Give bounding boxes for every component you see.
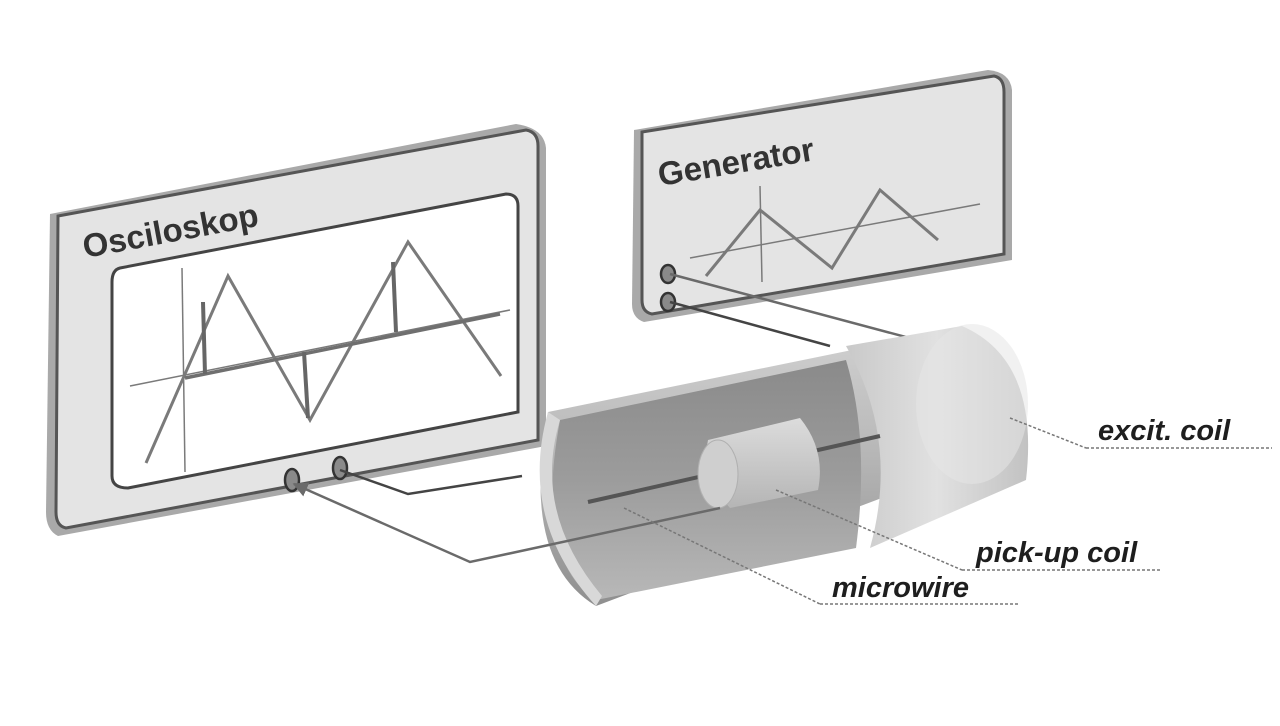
pickup-coil-leader [775,489,963,571]
oscilloscope-baseline-signal [184,312,501,380]
outer-cylinder-front-rim [539,412,602,606]
generator-excitation-cable [669,272,934,348]
pickup-coil-label: pick-up coil [975,537,1138,569]
oscilloscope-input-connector-1[interactable] [283,467,301,493]
oscilloscope-vertical-axis [181,267,186,473]
oscilloscope-pulse-2 [302,351,310,419]
generator-horizontal-axis [689,203,981,259]
oscilloscope-traces [129,239,511,473]
microwire-label: microwire [832,572,969,604]
oscilloscope-triangle-wave [144,239,503,464]
generator-output-connector-2[interactable] [659,291,677,313]
pickup-signal-cable [292,482,721,564]
oscilloscope-input-connector-2[interactable] [331,455,349,481]
excitation-coil-label: excit. coil [1098,415,1231,447]
generator-vertical-axis [759,185,763,283]
oscilloscope-pulse-3 [391,261,398,333]
oscilloscope-screen [110,192,520,490]
excitation-coil-end-cap [916,324,1028,484]
pickup-coil-end [697,439,739,509]
oscilloscope-return-cable [339,468,523,496]
generator-output-connector-1[interactable] [659,263,677,285]
generator: Generator [632,70,1012,322]
oscilloscope: Osciloskop [46,124,546,536]
generator-triangle-wave [704,187,939,277]
oscilloscope-horizontal-axis [129,309,511,387]
microwire-leader [623,507,821,605]
callouts: excit. coil pick-up coil microwire [623,415,1272,605]
excitation-coil-leader [1009,417,1087,449]
coil-assembly [292,324,1029,606]
generator-traces [689,185,981,283]
oscilloscope-pulse-1 [201,301,207,375]
generator-panel [640,74,1006,316]
cables [339,272,934,496]
generator-return-cable [669,300,831,348]
